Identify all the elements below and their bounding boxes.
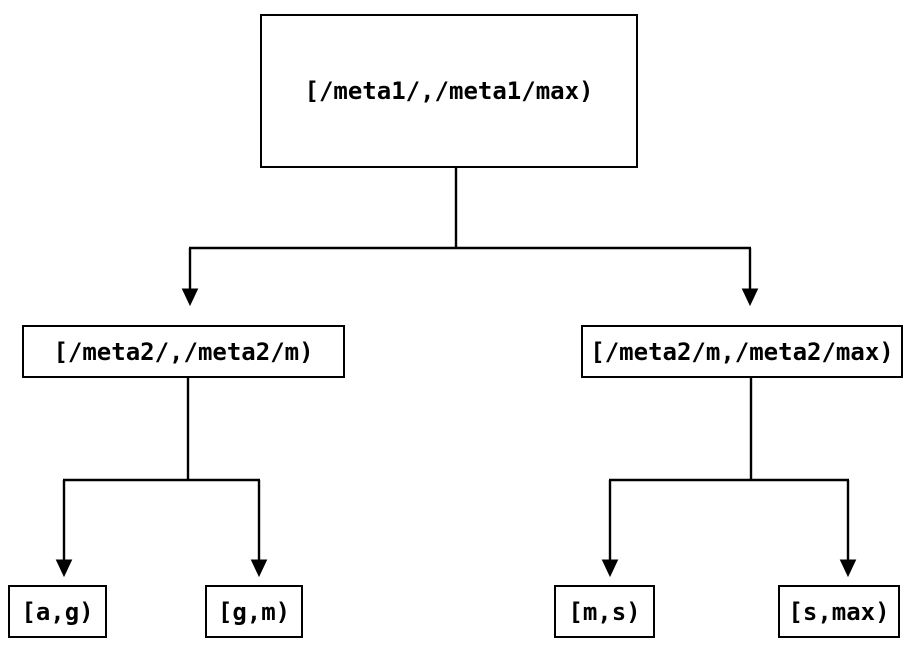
node-label: [/meta1/,/meta1/max)	[304, 77, 594, 105]
node-label: [/meta2/,/meta2/m)	[53, 337, 314, 366]
node-label: [s,max)	[788, 597, 890, 626]
node-leaf-ag: [a,g)	[8, 585, 107, 638]
node-right-range: [/meta2/m,/meta2/max)	[581, 325, 903, 378]
node-leaf-ms: [m,s)	[554, 585, 655, 638]
node-label: [m,s)	[568, 597, 641, 626]
arrow-down-icon	[181, 288, 199, 307]
arrow-down-icon	[741, 288, 759, 307]
node-label: [g,m)	[217, 597, 291, 626]
node-leaf-gm: [g,m)	[205, 585, 303, 638]
arrow-down-icon	[839, 559, 857, 578]
node-root-range: [/meta1/,/meta1/max)	[260, 14, 638, 168]
arrow-down-icon	[250, 559, 268, 578]
arrow-down-icon	[55, 559, 73, 578]
arrow-down-icon	[601, 559, 619, 578]
node-label: [/meta2/m,/meta2/max)	[590, 337, 894, 366]
node-leaf-smax: [s,max)	[778, 585, 900, 638]
node-label: [a,g)	[21, 597, 94, 626]
node-left-range: [/meta2/,/meta2/m)	[22, 325, 345, 378]
